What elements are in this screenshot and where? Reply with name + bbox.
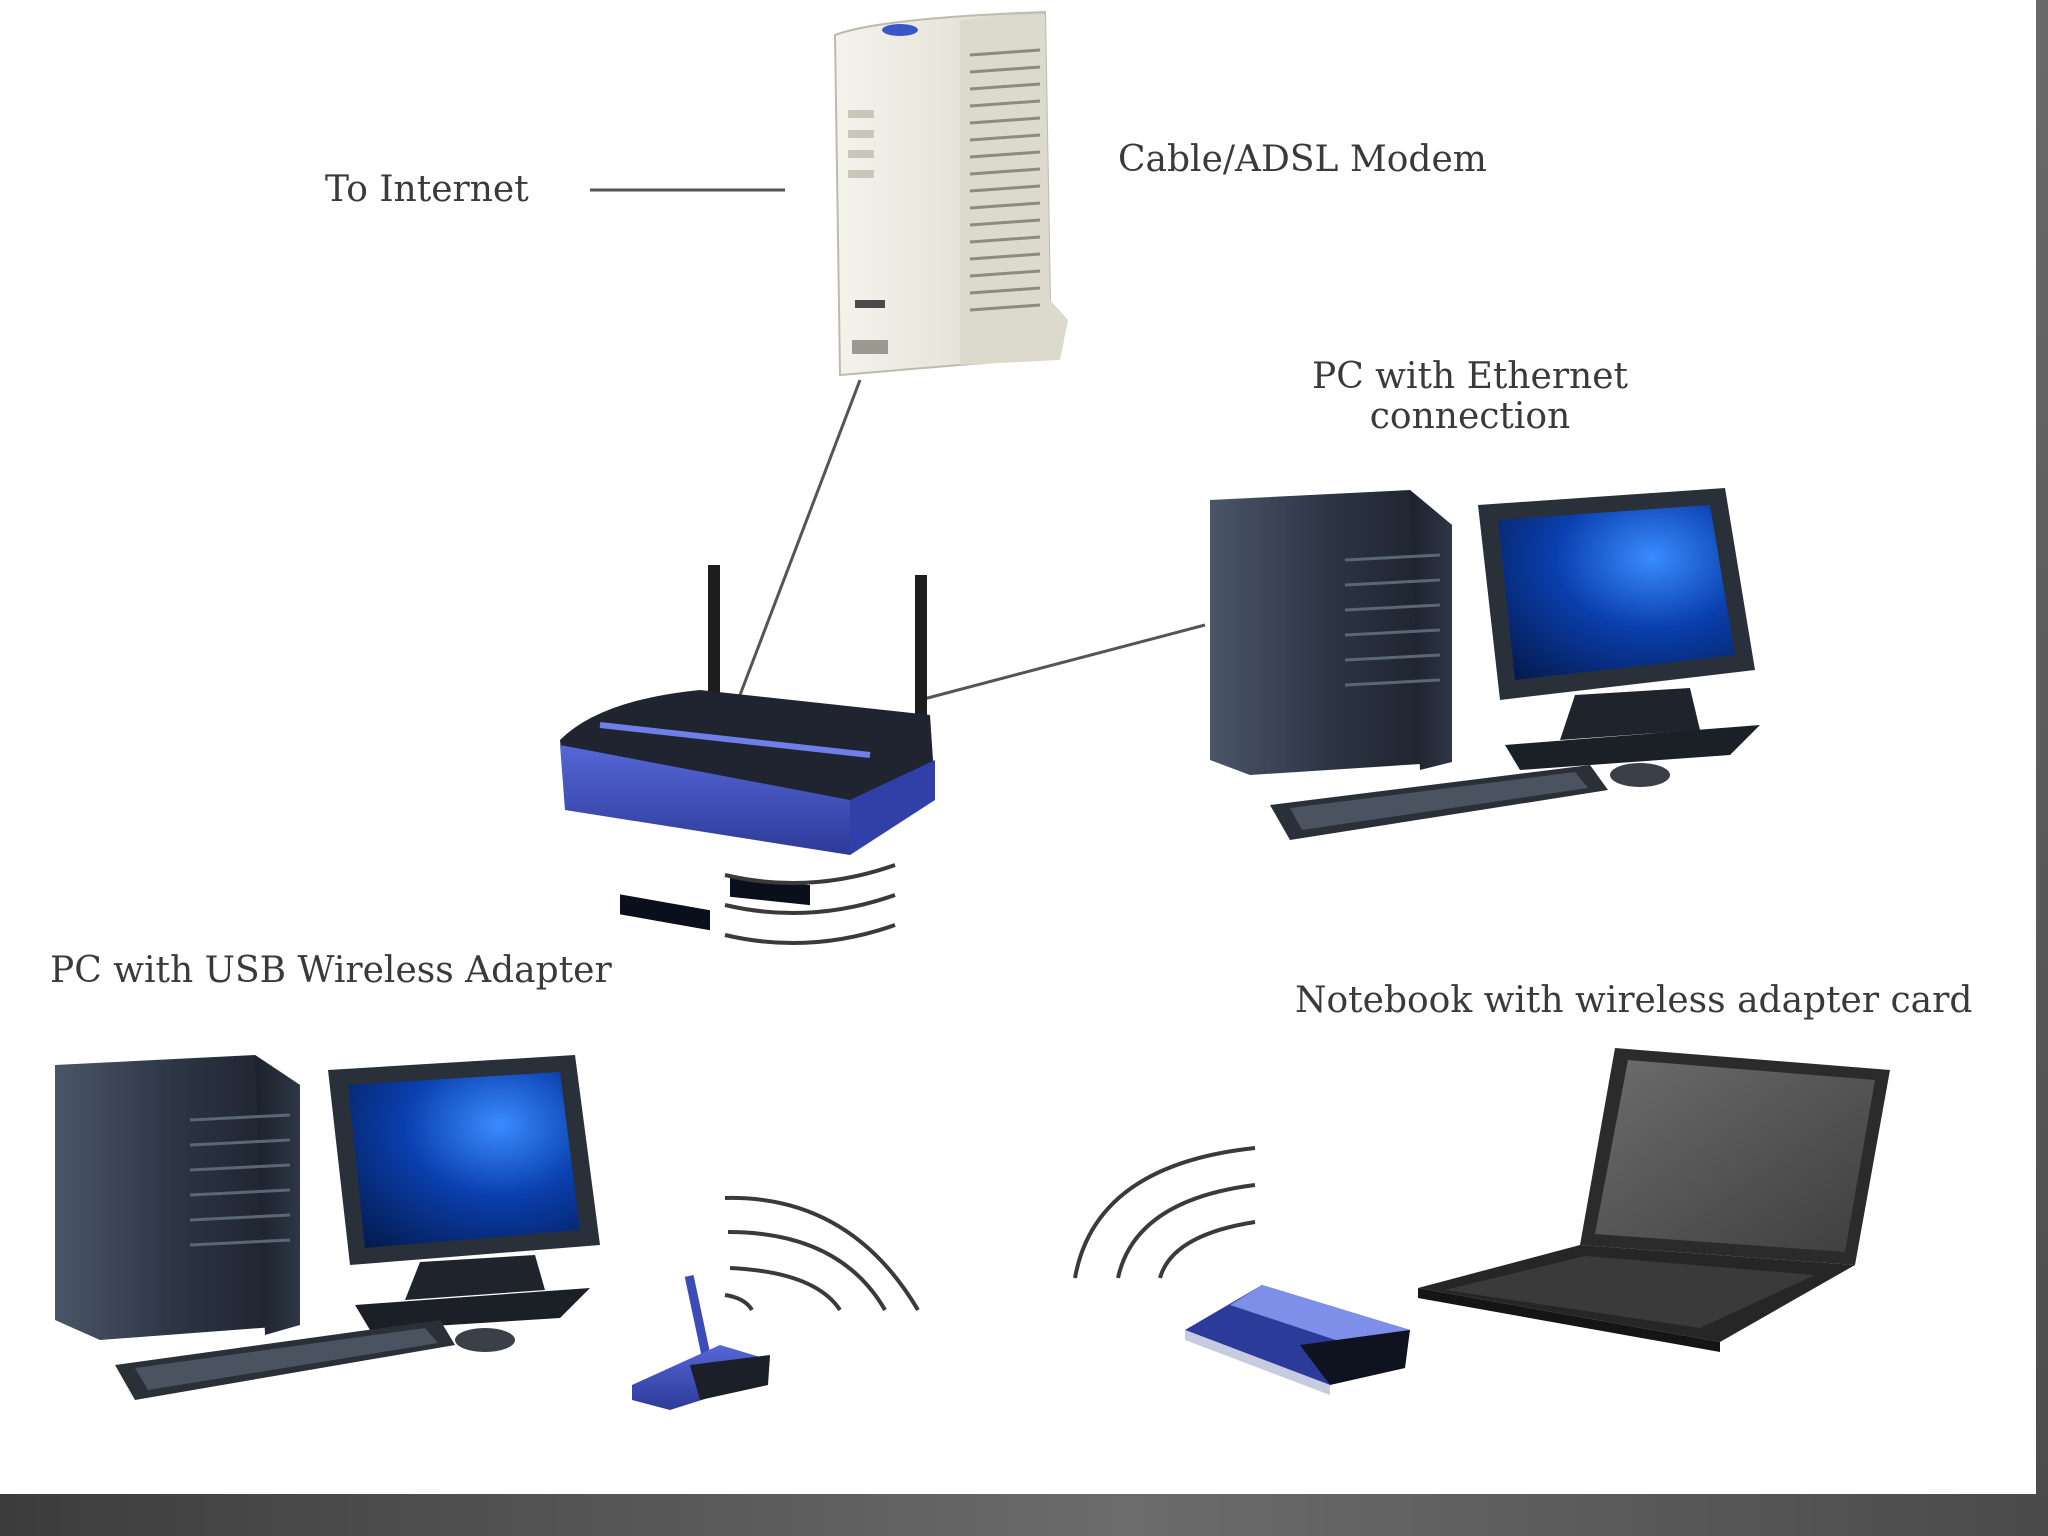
notebook-icon [1418,1048,1890,1352]
pc-ethernet-label-line1: PC with Ethernet [1311,356,1629,397]
to-internet-label: To Internet [325,169,529,210]
usb-signal-icon [724,1195,920,1312]
modem-icon [833,10,1068,377]
slide-frame-bottom [0,1494,2048,1536]
pc-ethernet-label: PC with Ethernet connection [1260,357,1680,437]
notebook-label: Notebook with wireless adapter card [1295,980,1973,1021]
router-pc-line [919,623,1206,702]
connection-lines [590,188,1206,702]
pc-ethernet-label-line2: connection [1369,396,1571,437]
slide-frame-right [2036,0,2048,1494]
usb-pc-monitor-icon [328,1055,600,1330]
wireless-router-icon [560,565,935,931]
router-signal-icon [724,863,896,945]
pccard-signal-icon [1073,1146,1256,1279]
usb-wireless-adapter-icon [632,1274,770,1410]
ethernet-pc-keyboard-icon [1270,763,1670,840]
ethernet-pc-monitor-icon [1478,488,1760,770]
usb-pc-keyboard-icon [115,1320,515,1400]
modem-router-line [738,379,862,696]
usb-pc-tower-icon [55,1055,300,1340]
pc-usb-label: PC with USB Wireless Adapter [50,950,612,991]
ethernet-pc-tower-icon [1210,490,1452,775]
modem-label: Cable/ADSL Modem [1118,139,1487,180]
wireless-pc-card-icon [1185,1285,1410,1395]
